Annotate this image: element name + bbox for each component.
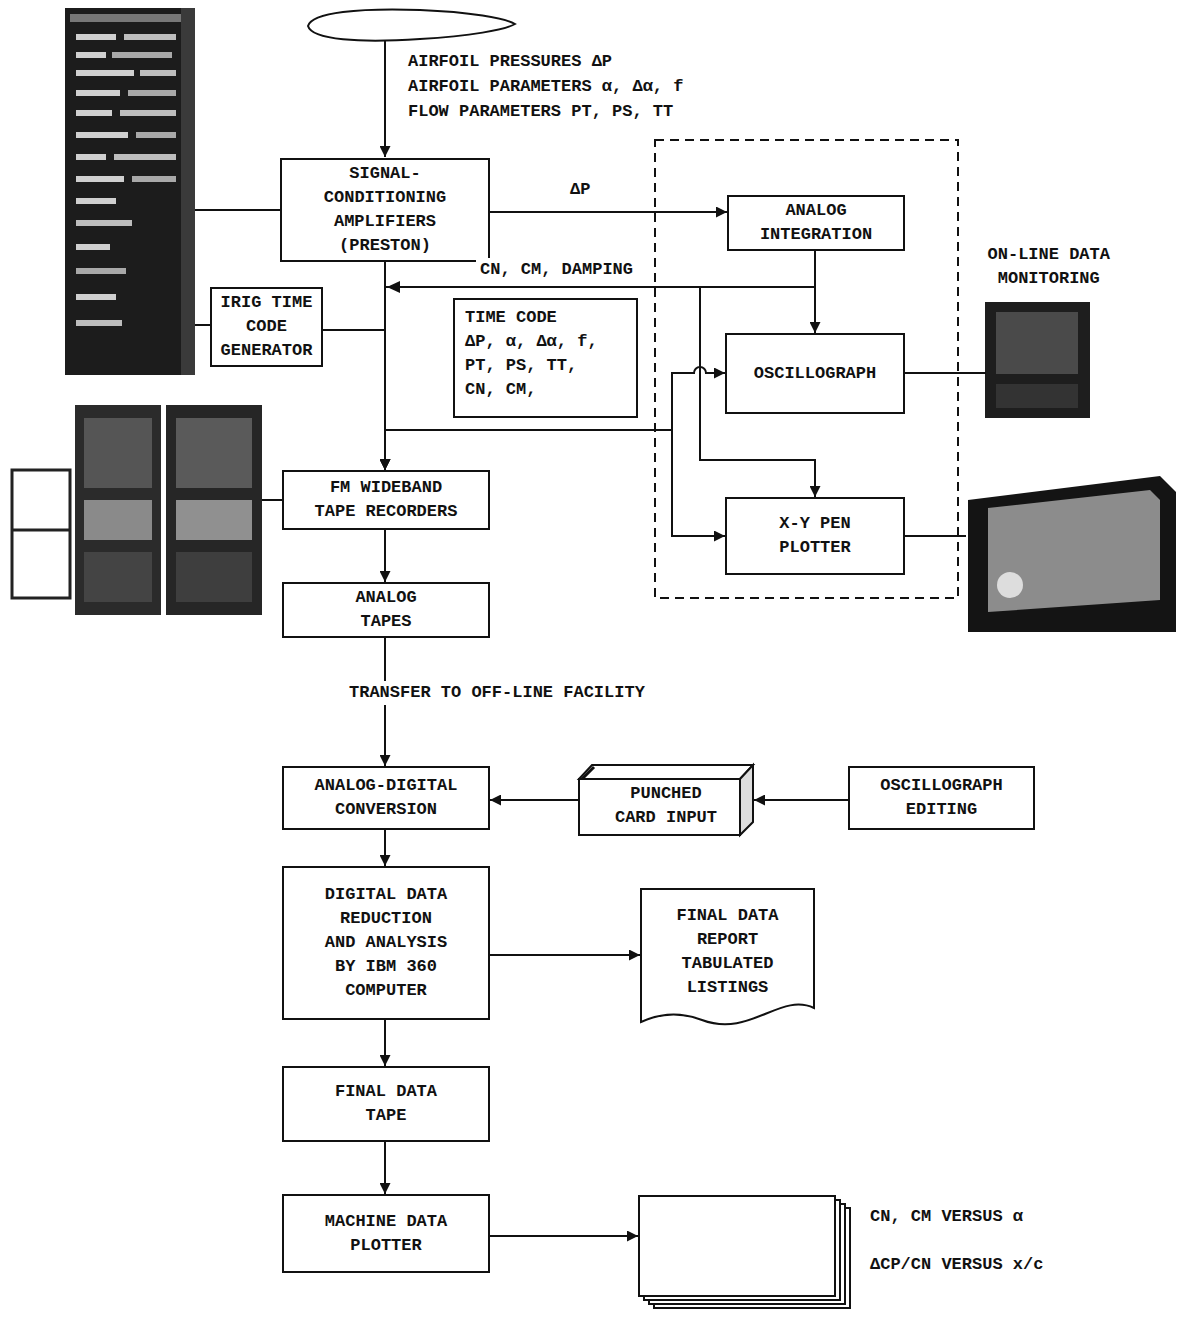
signal-list-box: TIME CODEΔP, α, Δα, f, PT, PS, TT, CN, C… (453, 298, 638, 418)
box-text: MACHINE DATA PLOTTER (322, 1210, 450, 1258)
process-box: IRIG TIME CODE GENERATOR (210, 287, 323, 367)
input-label: AIRFOIL PRESSURES ΔP (408, 50, 612, 74)
input-label: FLOW PARAMETERS PT, PS, TT (408, 100, 673, 124)
process-box: OSCILLOGRAPH EDITING (848, 766, 1035, 830)
box-text: ANALOG TAPES (353, 586, 419, 634)
flow-arrow (323, 330, 385, 470)
edge-label: CN, CM, DAMPING (476, 258, 637, 282)
plot-pages: CN, CM VERSUS αΔCP/CN VERSUS x/c (638, 1195, 855, 1310)
edge-label: ΔP (566, 178, 594, 202)
box-text: ANALOG INTEGRATION (757, 199, 874, 247)
process-box: FM WIDEBAND TAPE RECORDERS (282, 470, 490, 530)
edge-label: TRANSFER TO OFF-LINE FACILITY (345, 681, 649, 705)
box-text: ANALOG-DIGITAL CONVERSION (312, 774, 460, 822)
flow-arrow (754, 799, 848, 801)
equipment-rack (65, 8, 195, 375)
online-region (655, 140, 958, 598)
process-box: DIGITAL DATA REDUCTION AND ANALYSIS BY I… (282, 866, 490, 1020)
input-label: AIRFOIL PARAMETERS α, Δα, f (408, 75, 683, 99)
monitor-label: ON-LINE DATA MONITORING (985, 243, 1113, 291)
process-box: ANALOG INTEGRATION (727, 195, 905, 251)
process-box: OSCILLOGRAPH (725, 333, 905, 414)
box-text: FM WIDEBAND TAPE RECORDERS (312, 476, 460, 524)
flow-arrow (490, 799, 578, 801)
box-text: PUNCHED CARD INPUT (612, 782, 719, 830)
airfoil-shape (308, 10, 515, 41)
box-text: TIME CODE (465, 306, 603, 330)
flow-arrow (490, 1235, 638, 1237)
monitor-photo (985, 302, 1090, 418)
process-box: MACHINE DATA PLOTTER (282, 1194, 490, 1273)
process-box: ANALOG TAPES (282, 582, 490, 638)
process-box: X-Y PEN PLOTTER (725, 497, 905, 575)
flow-arrow (490, 954, 640, 956)
flow-arrow (384, 530, 386, 582)
document-shape: FINAL DATA REPORT TABULATED LISTINGS (640, 888, 815, 1030)
box-text: FINAL DATA TAPE (332, 1080, 439, 1128)
flow-arrow (384, 1142, 386, 1194)
box-text: SIGNAL-CONDITIONING AMPLIFIERS (PRESTON) (321, 162, 449, 258)
box-text: IRIG TIME CODE GENERATOR (218, 291, 315, 363)
box-text: ΔP, α, Δα, f, PT, PS, TT, CN, CM, (465, 330, 603, 402)
box-text: FINAL DATA REPORT TABULATED LISTINGS (674, 904, 781, 1000)
box-text: OSCILLOGRAPH (751, 362, 879, 386)
process-box: ANALOG-DIGITAL CONVERSION (282, 766, 490, 830)
plot-caption: CN, CM VERSUS α (870, 1205, 1023, 1229)
airfoil-arrow (384, 41, 386, 157)
flow-arrow (490, 211, 727, 213)
flow-arrow (384, 830, 386, 866)
tape-recorders (12, 405, 262, 615)
plot-caption: ΔCP/CN VERSUS x/c (870, 1253, 1043, 1277)
process-box: SIGNAL-CONDITIONING AMPLIFIERS (PRESTON) (280, 158, 490, 262)
box-text: OSCILLOGRAPH EDITING (878, 774, 1006, 822)
process-box: FINAL DATA TAPE (282, 1066, 490, 1142)
plotter-photo (968, 476, 1176, 632)
box-text: DIGITAL DATA REDUCTION AND ANALYSIS BY I… (322, 883, 450, 1003)
flow-arrow (385, 262, 725, 430)
flow-arrow (384, 1020, 386, 1066)
punched-card: PUNCHED CARD INPUT (578, 764, 754, 836)
box-text: X-Y PEN PLOTTER (777, 512, 854, 560)
